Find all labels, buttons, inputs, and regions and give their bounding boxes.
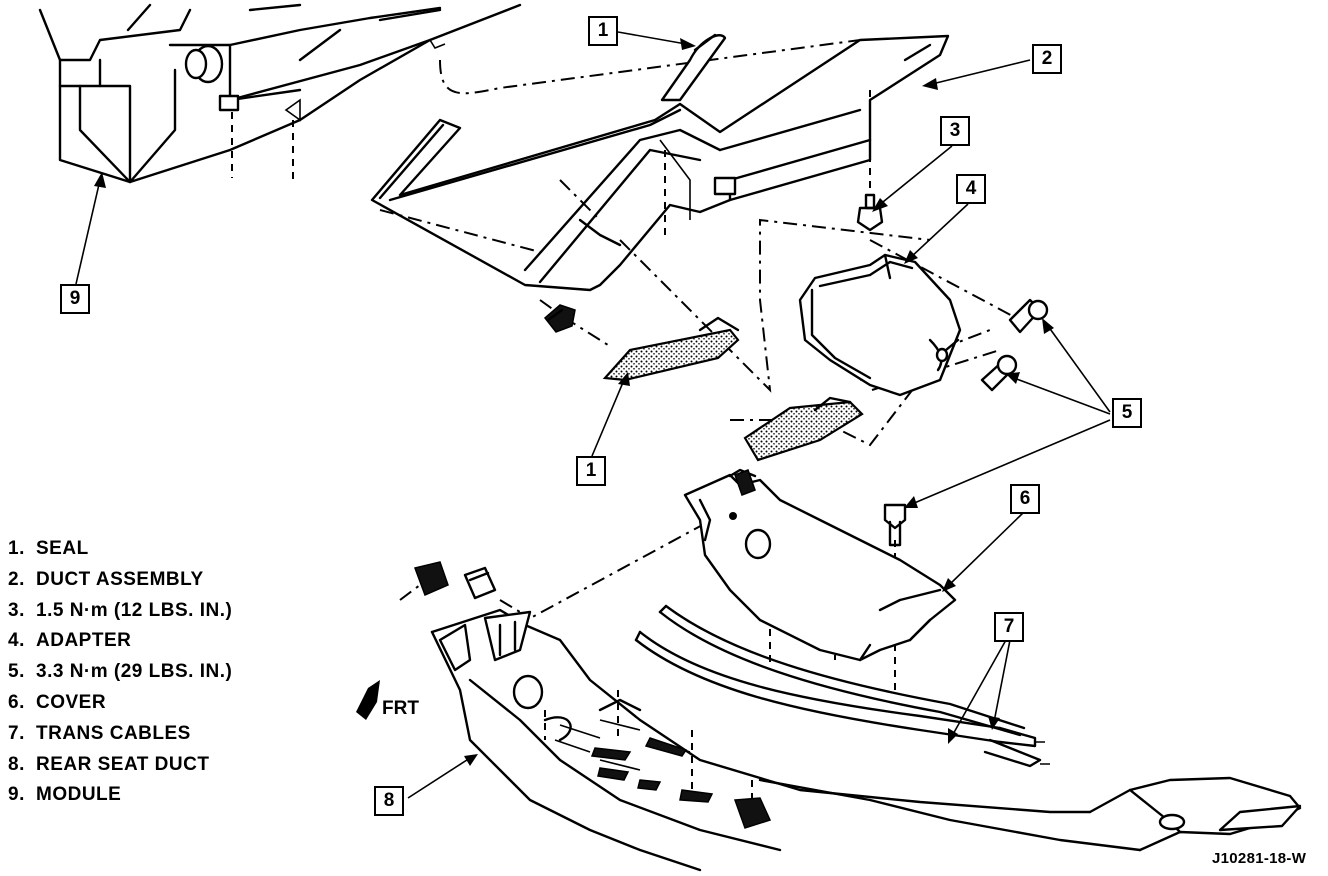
parts-legend: 1.SEAL 2.DUCT ASSEMBLY 3.1.5 N·m (12 LBS… xyxy=(8,534,232,811)
screw-part-3 xyxy=(856,193,884,232)
front-indicator-label: FRT xyxy=(382,698,419,719)
callout-7: 7 xyxy=(994,612,1024,642)
callout-9: 9 xyxy=(60,284,90,314)
adapter-part xyxy=(798,253,962,397)
leader-arrows xyxy=(75,31,1111,799)
seal-part-middle xyxy=(743,396,864,462)
legend-item: 1.SEAL xyxy=(8,538,89,559)
callout-1-upper: 1 xyxy=(588,16,618,46)
legend-item: 2.DUCT ASSEMBLY xyxy=(8,568,204,590)
legend-item: 4.ADAPTER xyxy=(8,630,132,652)
legend-item: 3.1.5 N·m (12 LBS. IN.) xyxy=(8,599,233,621)
callout-3: 3 xyxy=(940,116,970,146)
duct-assembly-part xyxy=(370,34,950,292)
legend-item: 5.3.3 N·m (29 LBS. IN.) xyxy=(8,661,233,683)
figure-id: J10281-18-W xyxy=(1212,850,1307,867)
legend-item: 9.MODULE xyxy=(8,784,122,806)
legend-item: 7.TRANS CABLES xyxy=(8,722,191,744)
trans-cables-part xyxy=(634,604,1050,768)
seal-part-upper xyxy=(660,33,727,102)
cover-part xyxy=(683,468,957,662)
callout-2: 2 xyxy=(1032,44,1062,74)
callout-6: 6 xyxy=(1010,484,1040,514)
rear-seat-duct-part xyxy=(414,561,1302,872)
screw-parts-5 xyxy=(883,298,1049,547)
module-part xyxy=(38,3,522,184)
legend-item: 8.REAR SEAT DUCT xyxy=(8,753,210,775)
seal-part-lower xyxy=(602,316,740,382)
callout-1-lower: 1 xyxy=(576,456,606,486)
callout-4: 4 xyxy=(956,174,986,204)
callout-5: 5 xyxy=(1112,398,1142,428)
callout-8: 8 xyxy=(374,786,404,816)
legend-item: 6.COVER xyxy=(8,691,107,713)
clip-part xyxy=(543,304,576,333)
front-direction-arrow-icon xyxy=(356,680,380,720)
